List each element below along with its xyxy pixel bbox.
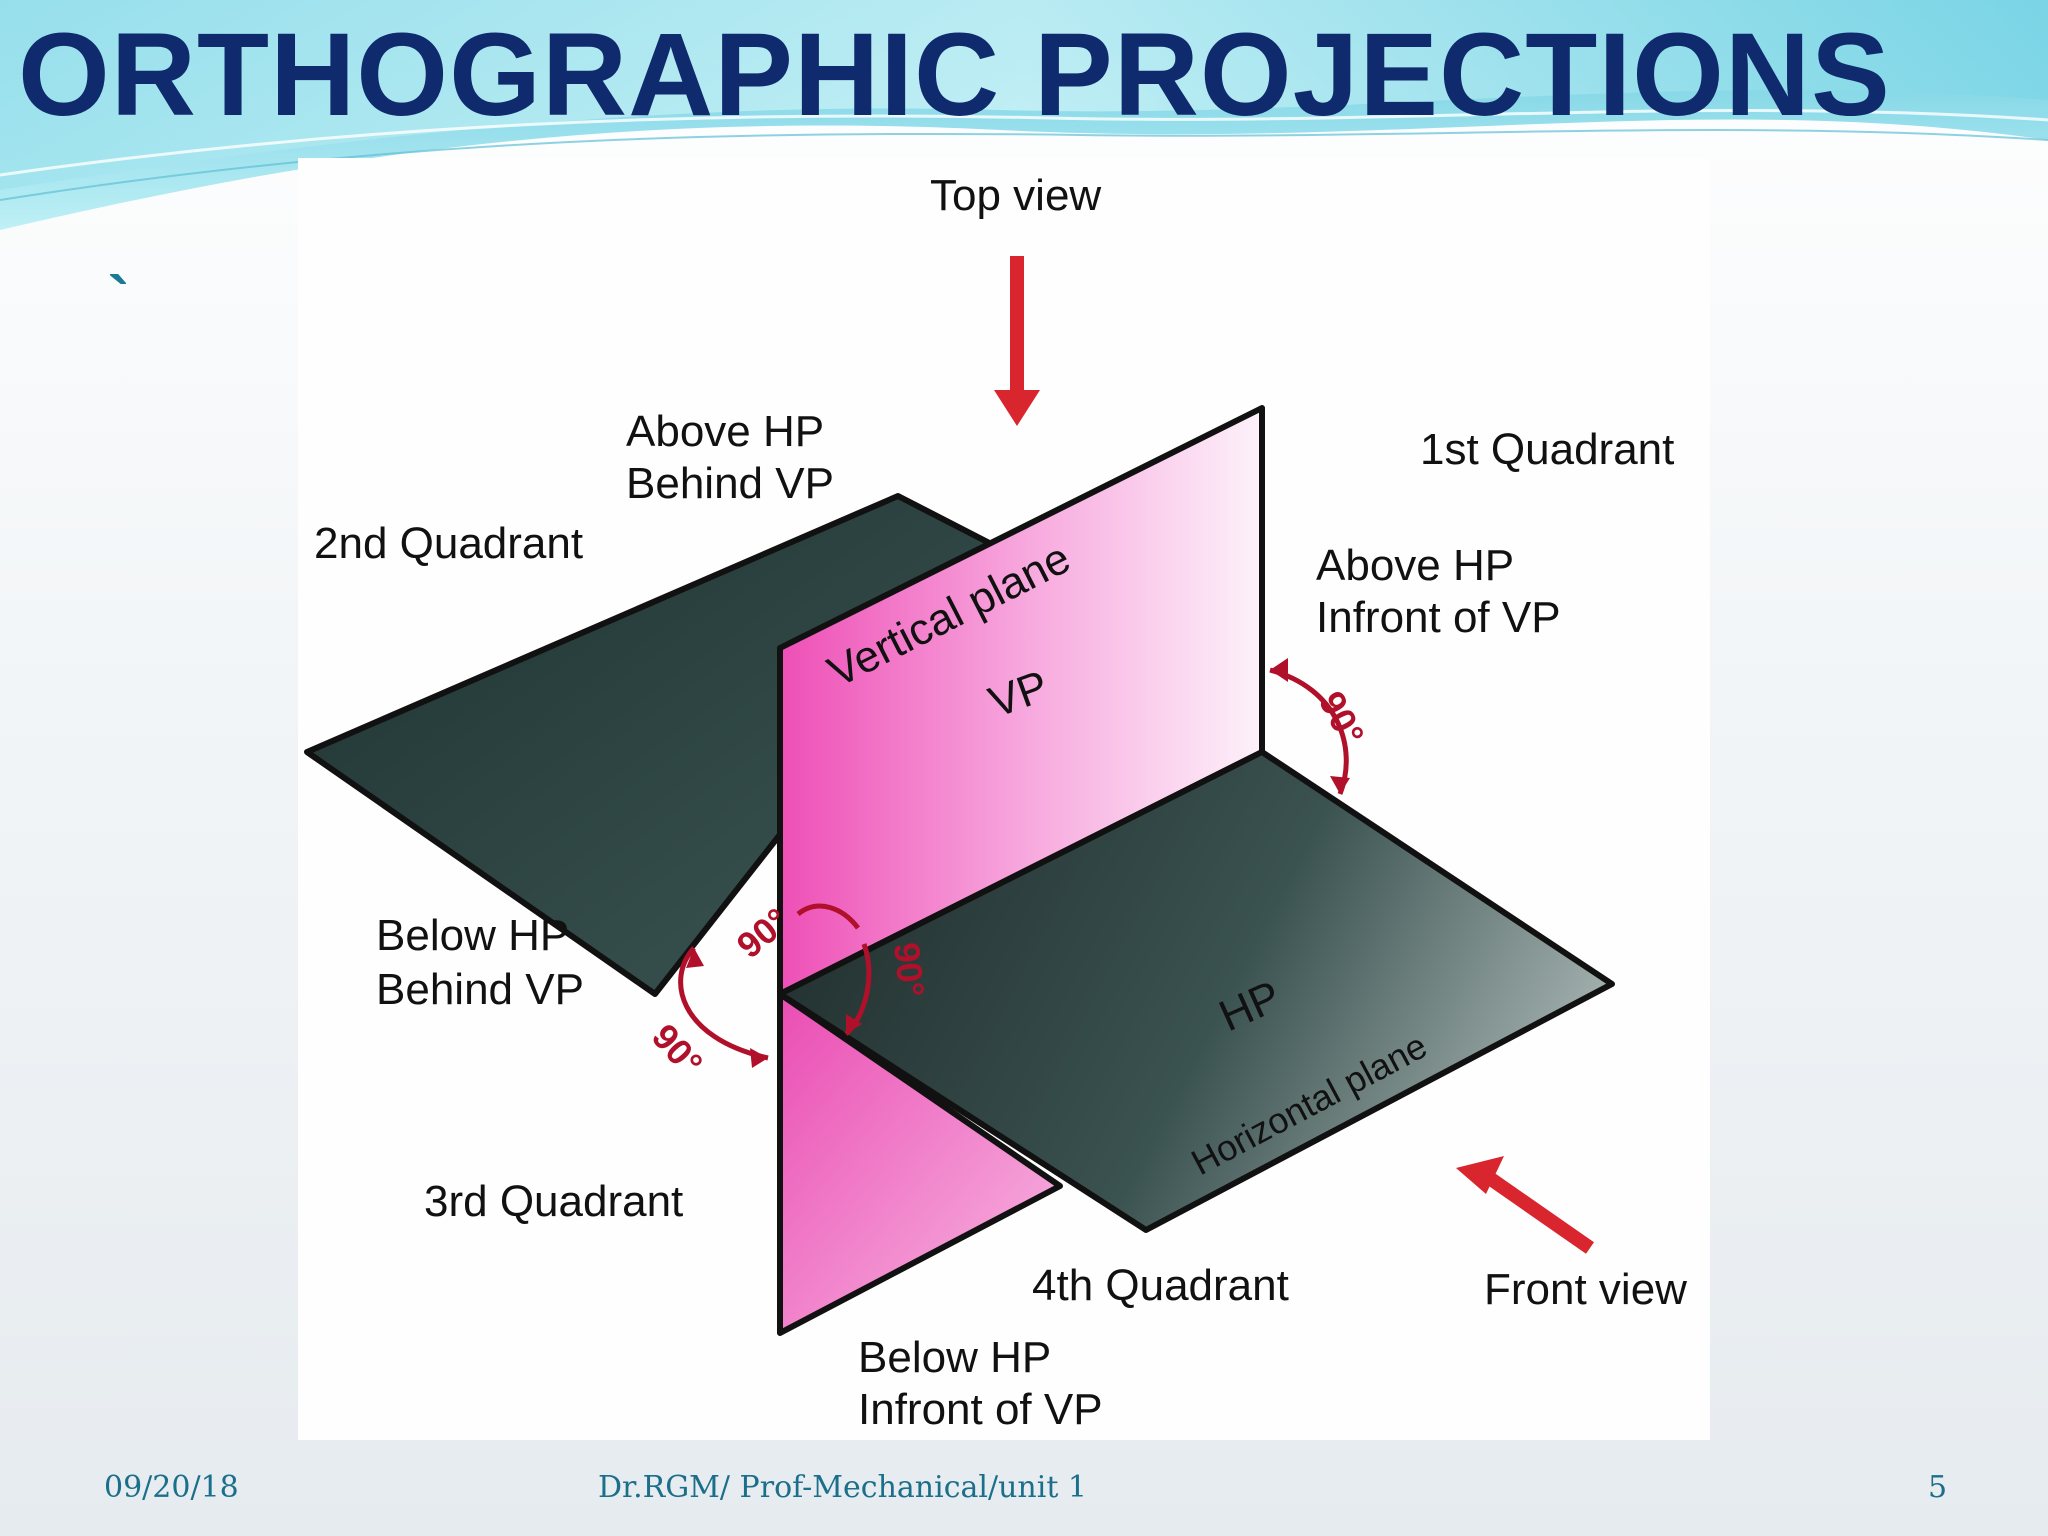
quadrant-diagram: Top view Front view 1st Quadrant 2nd Qua…: [304, 171, 1687, 1434]
diagram-panel: Top view Front view 1st Quadrant 2nd Qua…: [298, 158, 1710, 1440]
angle-arc-center-upper: [796, 903, 860, 930]
footer-author: Dr.RGM/ Prof-Mechanical/unit 1: [598, 1470, 1088, 1505]
header-wave-decoration: [0, 0, 2048, 230]
quadrant-2-label: 2nd Quadrant: [314, 519, 583, 568]
below-hp-infront-vp-line2: Infront of VP: [858, 1385, 1103, 1434]
footer-date: 09/20/18: [104, 1470, 239, 1505]
angle-arrowhead: [750, 1048, 768, 1068]
top-view-arrow: [994, 256, 1040, 426]
above-hp-infront-vp-line1: Above HP: [1316, 541, 1514, 590]
bullet-mark: `: [108, 263, 130, 335]
hp-front-surface: [777, 749, 1615, 1233]
above-hp-behind-vp-line1: Above HP: [626, 407, 824, 456]
angle-arrowhead: [1330, 776, 1350, 794]
angle-arrowhead: [1270, 658, 1288, 682]
above-hp-infront-vp-line2: Infront of VP: [1316, 593, 1561, 642]
below-hp-infront-vp-line1: Below HP: [858, 1333, 1051, 1382]
quadrant-3-label: 3rd Quadrant: [424, 1177, 683, 1226]
front-view-label: Front view: [1484, 1265, 1687, 1314]
angle-arrowhead: [846, 1014, 862, 1034]
vp-lower-surface: [777, 991, 1063, 1336]
front-view-arrow: [1456, 1156, 1595, 1254]
top-view-label: Top view: [930, 171, 1101, 220]
angle-arc-right: [1269, 667, 1349, 795]
footer-page-number: 5: [1928, 1470, 1948, 1505]
quadrant-4-label: 4th Quadrant: [1032, 1261, 1289, 1310]
below-hp-behind-vp-line2: Behind VP: [376, 965, 584, 1014]
angle-label-center-lower: 90°: [886, 941, 932, 999]
below-hp-behind-vp-line1: Below HP: [376, 911, 569, 960]
slide-title: ORTHOGRAPHIC PROJECTIONS: [18, 9, 1891, 141]
angle-arc-left: [678, 946, 769, 1061]
angle-arrowhead: [686, 948, 704, 968]
above-hp-behind-vp-line2: Behind VP: [626, 459, 834, 508]
quadrant-1-label: 1st Quadrant: [1420, 425, 1674, 474]
